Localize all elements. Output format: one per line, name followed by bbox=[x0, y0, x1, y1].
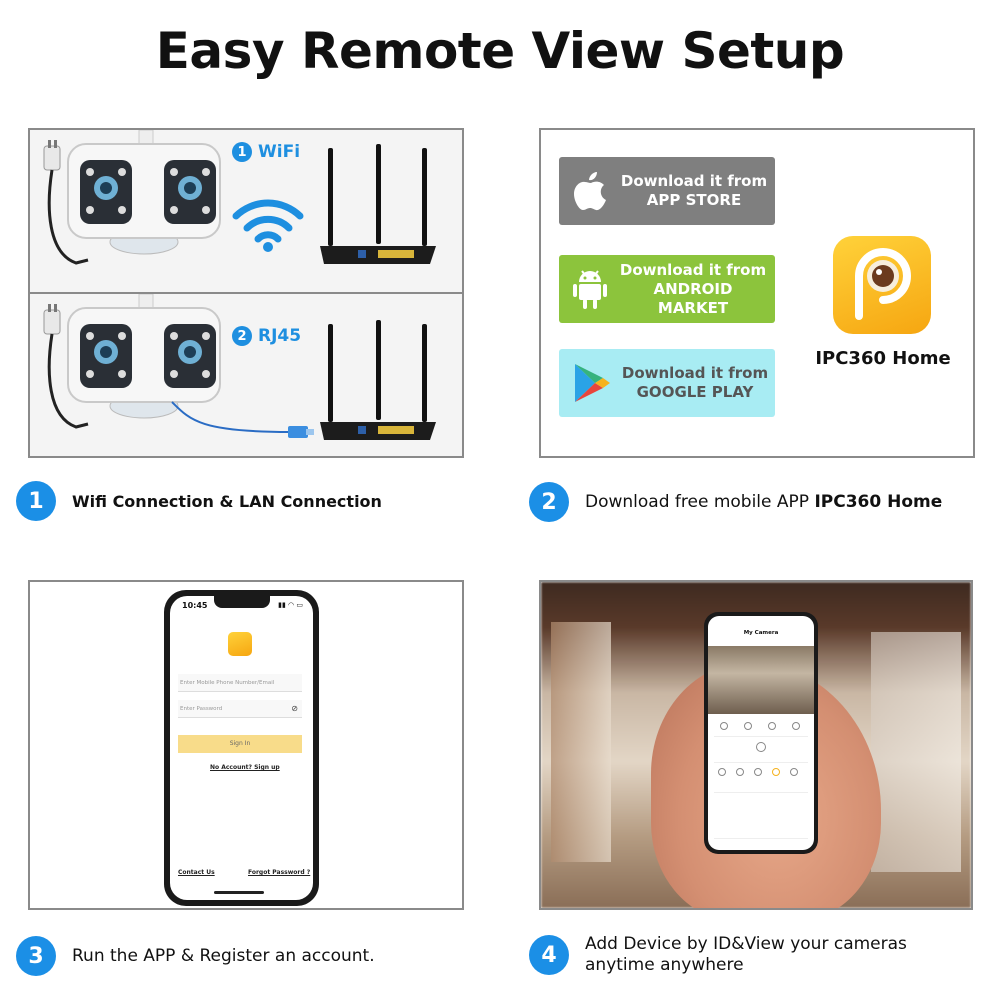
app-download-panel: Download it from APP STORE Download it f… bbox=[539, 128, 975, 458]
control-icon[interactable] bbox=[768, 722, 776, 730]
google-play-button[interactable]: Download it from GOOGLE PLAY bbox=[559, 349, 775, 417]
screen-title: My Camera bbox=[743, 630, 779, 636]
sign-up-link[interactable]: No Account? Sign up bbox=[210, 764, 280, 771]
dual-lens-camera-icon bbox=[67, 130, 221, 255]
android-market-button[interactable]: Download it from ANDROID MARKET bbox=[559, 255, 775, 323]
step-3: 3 Run the APP & Register an account. bbox=[16, 936, 375, 976]
contact-us-link[interactable]: Contact Us bbox=[178, 869, 215, 876]
step-2-text: Download free mobile APP IPC360 Home bbox=[585, 492, 942, 513]
step-3-badge: 3 bbox=[16, 936, 56, 976]
power-adapter-icon bbox=[43, 304, 89, 429]
step-2-badge: 2 bbox=[529, 482, 569, 522]
step-2: 2 Download free mobile APP IPC360 Home bbox=[529, 482, 942, 522]
phone-mockup: 10:45 ▮▮ ◠ ▭ Enter Mobile Phone Number/E… bbox=[164, 590, 319, 906]
google-play-icon bbox=[575, 364, 610, 402]
control-row-divider bbox=[714, 762, 808, 763]
signal-battery-icon: ▮▮ ◠ ▭ bbox=[278, 601, 303, 609]
app-store-label: Download it from APP STORE bbox=[619, 172, 775, 210]
app-store-button[interactable]: Download it from APP STORE bbox=[559, 157, 775, 225]
google-play-line1: Download it from bbox=[621, 364, 769, 382]
password-placeholder: Enter Password bbox=[180, 706, 223, 712]
login-screen: 10:45 ▮▮ ◠ ▭ Enter Mobile Phone Number/E… bbox=[170, 596, 313, 900]
mode-icon[interactable] bbox=[736, 768, 744, 776]
router-icon bbox=[320, 144, 436, 264]
step-1-badge: 1 bbox=[16, 481, 56, 521]
control-icon[interactable] bbox=[792, 722, 800, 730]
rj45-number-badge: 2 bbox=[232, 326, 252, 346]
rj45-label: 2 RJ45 bbox=[232, 326, 301, 346]
wifi-label-text: WiFi bbox=[258, 142, 301, 162]
apple-logo-icon bbox=[574, 172, 606, 211]
android-market-label: Download it from ANDROID MARKET bbox=[617, 261, 775, 318]
control-icon[interactable] bbox=[744, 722, 752, 730]
status-time: 10:45 bbox=[182, 601, 208, 610]
mode-icon[interactable] bbox=[718, 768, 726, 776]
ipc360-app-icon bbox=[833, 236, 931, 334]
home-indicator bbox=[214, 891, 264, 894]
step-1-text: Wifi Connection & LAN Connection bbox=[72, 491, 382, 511]
power-adapter-icon bbox=[43, 140, 89, 265]
view-camera-panel: My Camera bbox=[539, 580, 973, 910]
app-store-line2: APP STORE bbox=[646, 191, 742, 209]
step-4-badge: 4 bbox=[529, 935, 569, 975]
room-glass-door bbox=[871, 632, 961, 872]
step-4-line2: anytime anywhere bbox=[585, 955, 744, 975]
phone-notch bbox=[214, 596, 270, 608]
ipc360-logo-icon bbox=[855, 248, 911, 320]
duration-slider[interactable] bbox=[714, 792, 808, 793]
ethernet-cable-icon bbox=[171, 401, 314, 438]
dual-lens-camera-icon bbox=[67, 294, 221, 419]
google-play-line2: GOOGLE PLAY bbox=[636, 383, 754, 401]
wifi-signal-icon bbox=[232, 199, 304, 252]
step-4-line1: Add Device by ID&View your cameras bbox=[585, 934, 907, 954]
sign-in-button[interactable]: Sign In bbox=[178, 735, 302, 753]
page-title: Easy Remote View Setup bbox=[155, 22, 845, 80]
talk-mic-icon[interactable] bbox=[756, 742, 766, 752]
app-store-line1: Download it from bbox=[620, 172, 768, 190]
step-1: 1 Wifi Connection & LAN Connection bbox=[16, 481, 382, 521]
phone-mockup: My Camera bbox=[704, 612, 818, 854]
eye-hidden-icon[interactable]: ⊘ bbox=[291, 704, 298, 713]
mode-icon[interactable] bbox=[754, 768, 762, 776]
step-2-text-app: IPC360 Home bbox=[814, 491, 943, 512]
ipc360-app-icon bbox=[228, 632, 252, 656]
control-row-divider bbox=[714, 736, 808, 737]
camera-live-screen: My Camera bbox=[708, 616, 814, 850]
forgot-password-link[interactable]: Forgot Password ? bbox=[248, 869, 311, 876]
section-divider bbox=[30, 292, 462, 294]
wifi-number-badge: 1 bbox=[232, 142, 252, 162]
router-icon bbox=[320, 320, 436, 440]
mode-icon[interactable] bbox=[790, 768, 798, 776]
room-window bbox=[551, 622, 611, 862]
android-robot-icon bbox=[573, 270, 607, 309]
wifi-label: 1 WiFi bbox=[232, 142, 300, 162]
rj45-label-text: RJ45 bbox=[258, 326, 302, 346]
register-panel: 10:45 ▮▮ ◠ ▭ Enter Mobile Phone Number/E… bbox=[28, 580, 464, 910]
step-2-text-main: Download free mobile APP bbox=[585, 491, 815, 512]
step-4: 4 Add Device by ID&View your cameras any… bbox=[529, 934, 907, 976]
live-video-feed[interactable] bbox=[708, 646, 814, 714]
connection-panel: 1 WiFi 2 RJ45 bbox=[28, 128, 464, 458]
google-play-label: Download it from GOOGLE PLAY bbox=[621, 364, 775, 402]
mode-icon[interactable] bbox=[772, 768, 780, 776]
step-4-text: Add Device by ID&View your cameras anyti… bbox=[585, 934, 907, 976]
phone-email-field[interactable]: Enter Mobile Phone Number/Email bbox=[178, 674, 302, 692]
password-field[interactable]: Enter Password ⊘ bbox=[178, 700, 302, 718]
android-market-line1: Download it from bbox=[619, 260, 767, 279]
tab-bar-divider bbox=[714, 838, 808, 839]
android-market-line2: ANDROID MARKET bbox=[653, 279, 733, 317]
step-3-text: Run the APP & Register an account. bbox=[72, 945, 375, 966]
control-icon[interactable] bbox=[720, 722, 728, 730]
app-name: IPC360 Home bbox=[815, 348, 951, 369]
